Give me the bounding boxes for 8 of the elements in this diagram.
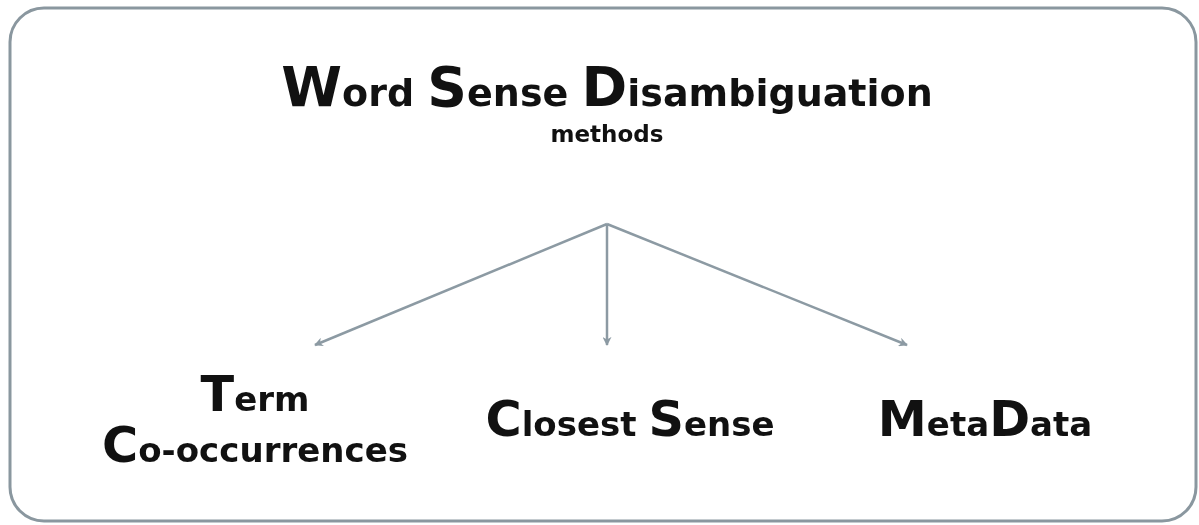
arrow [602,224,612,346]
category-label: Closest Sense [484,395,776,446]
heading: Word Sense Disambiguation [280,60,934,116]
arrow [314,222,608,347]
subheading: methods [549,121,665,148]
arrow [606,222,908,347]
category-label: MetaData [876,395,1094,446]
category-label: Term Co-occurrences [101,370,409,471]
